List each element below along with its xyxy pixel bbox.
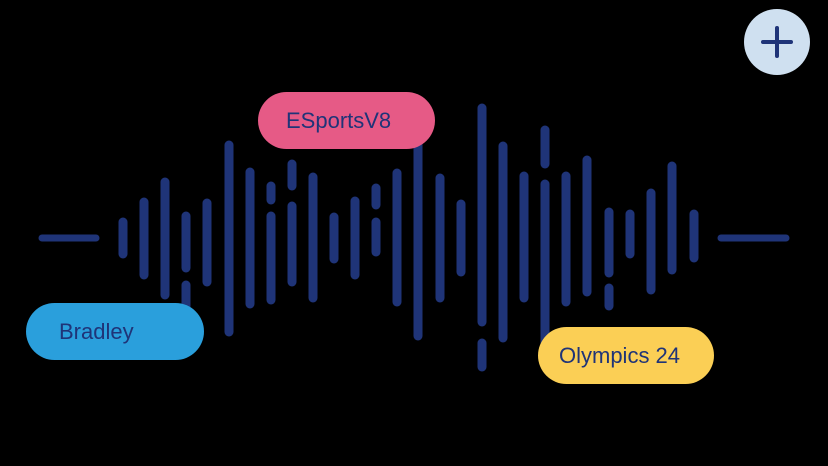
tag-bradley[interactable]: Bradley (26, 303, 204, 360)
tag-label: ESportsV8 (286, 107, 392, 133)
tag-label: Olympics 24 (559, 342, 681, 368)
tag-olympics[interactable]: Olympics 24 (538, 327, 714, 384)
plus-icon (761, 26, 793, 58)
tag-esports[interactable]: ESportsV8 (258, 92, 435, 149)
add-button[interactable] (744, 9, 810, 75)
tag-label: Bradley (59, 318, 134, 344)
